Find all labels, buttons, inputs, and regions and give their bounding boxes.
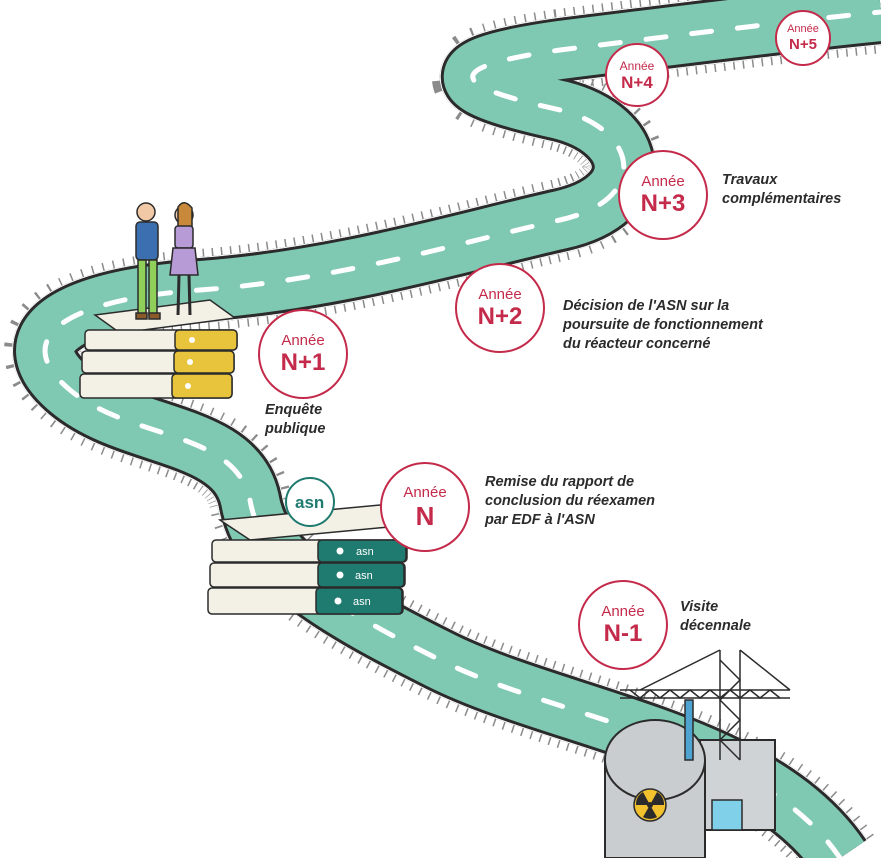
badge-code: N+5 <box>789 36 817 53</box>
milestone-caption-n+2: Décision de l'ASN sur la poursuite de fo… <box>563 298 763 352</box>
badge-year-label: Année <box>641 173 685 190</box>
milestone-badge-n-1: Année N-1 <box>578 580 668 670</box>
milestone-badge-n+5: Année N+5 <box>775 10 831 66</box>
radiation-icon <box>633 788 667 822</box>
badge-code: N+2 <box>477 303 523 330</box>
milestone-badge-n: Année N <box>380 462 470 552</box>
milestone-caption-n: Remise du rapport de conclusion du réexa… <box>485 474 656 528</box>
badge-year-label: Année <box>601 603 645 620</box>
asn-logo <box>285 477 335 527</box>
badge-code: N+1 <box>280 349 326 376</box>
badge-year-label: Année <box>281 332 325 349</box>
badge-code: N+3 <box>640 190 686 217</box>
badge-year-label: Année <box>403 484 447 501</box>
crane <box>620 649 791 761</box>
milestone-caption-n+3: Travaux complémentaires <box>722 172 842 207</box>
binder-spine-label: asn <box>353 596 371 608</box>
binder-spine-label: asn <box>355 570 373 582</box>
milestone-badge-n+2: Année N+2 <box>455 263 545 353</box>
badge-year-label: Année <box>478 286 522 303</box>
milestone-badge-n+1: Année N+1 <box>258 309 348 399</box>
badge-year-label: Année <box>787 23 819 35</box>
badge-code: N+4 <box>621 72 653 92</box>
badge-code: N-1 <box>603 620 643 647</box>
milestone-caption-n-1: Visite décennale <box>680 599 751 634</box>
asn-logo-text: asn <box>295 493 324 512</box>
badge-code: N <box>415 501 435 531</box>
badge-year-label: Année <box>619 58 655 73</box>
milestone-caption-n+1: Enquête publique <box>265 402 326 437</box>
binder-spine-label: asn <box>356 546 374 558</box>
people <box>135 202 199 320</box>
yellow-binders <box>79 299 238 399</box>
road <box>4 0 881 858</box>
milestone-badge-n+3: Année N+3 <box>618 150 708 240</box>
milestone-badge-n+4: Année N+4 <box>605 43 669 107</box>
